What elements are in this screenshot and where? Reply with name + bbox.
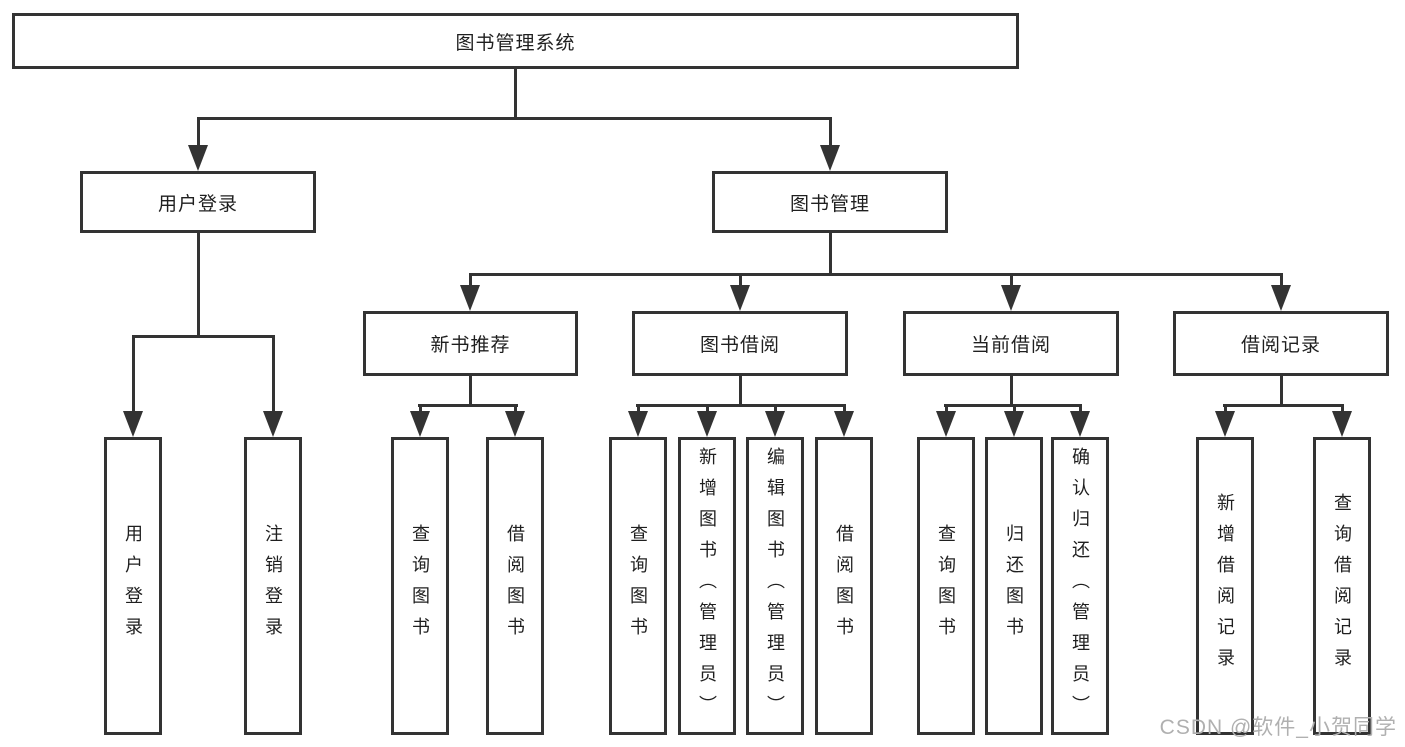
connector-to-new-book [469,273,472,290]
leaf-borrow-book-label: 借阅图书 [834,524,854,648]
arrowhead-current-borrow [1001,285,1021,311]
node-library-management-system: 图书管理系统 [12,13,1019,69]
connector-to-leaf-borrow-book-1 [514,404,517,415]
leaf-confirm-return-admin-label: 确认归还（管理员） [1070,446,1090,726]
connector-to-book-management [829,117,832,150]
arrowhead-leaf-query-book-3 [936,411,956,437]
arrowhead-book-management [820,145,840,171]
arrowhead-leaf-query-book-1 [410,411,430,437]
connector-to-leaf-add-record [1224,404,1227,415]
arrowhead-leaf-user-login [123,411,143,437]
leaf-query-borrow-record: 查询借阅记录 [1313,437,1371,735]
connector-user-login-stem [197,233,200,338]
arrowhead-book-borrow [730,285,750,311]
connector-to-leaf-confirm-return [1079,404,1082,415]
connector-to-leaf-query-book-3 [945,404,948,415]
node-current-borrowing: 当前借阅 [903,311,1119,376]
connector-to-leaf-query-record [1341,404,1344,415]
leaf-borrow-book-recommend-label: 借阅图书 [505,524,525,648]
connector-level2-hline [469,273,1283,276]
leaf-edit-book-admin-label: 编辑图书（管理员） [765,446,785,726]
leaf-return-book-label: 归还图书 [1004,524,1024,648]
leaf-add-borrow-record: 新增借阅记录 [1196,437,1254,735]
connector-to-borrow-record [1280,273,1283,290]
leaf-add-book-admin-label: 新增图书（管理员） [697,446,717,726]
leaf-confirm-return-admin: 确认归还（管理员） [1051,437,1109,735]
node-borrowing-records: 借阅记录 [1173,311,1389,376]
leaf-query-book-recommend: 查询图书 [391,437,449,735]
node-user-login: 用户登录 [80,171,316,233]
connector-borrow-record-stem [1280,376,1283,407]
connector-to-book-borrow [739,273,742,290]
arrowhead-leaf-borrow-book-2 [834,411,854,437]
connector-to-leaf-edit-book [774,404,777,415]
connector-current-borrow-stem [1010,376,1013,407]
leaf-logout: 注销登录 [244,437,302,735]
arrowhead-leaf-add-record [1215,411,1235,437]
arrowhead-leaf-add-book [697,411,717,437]
leaf-logout-label: 注销登录 [263,524,283,648]
arrowhead-leaf-borrow-book-1 [505,411,525,437]
leaf-query-book-borrowing: 查询图书 [609,437,667,735]
connector-level1-hline [197,117,832,120]
arrowhead-leaf-query-record [1332,411,1352,437]
leaf-user-login: 用户登录 [104,437,162,735]
arrowhead-user-login [188,145,208,171]
connector-to-leaf-query-book-2 [637,404,640,415]
leaf-return-book: 归还图书 [985,437,1043,735]
leaf-borrow-book-recommend: 借阅图书 [486,437,544,735]
connector-user-login-hline [132,335,275,338]
leaf-edit-book-admin: 编辑图书（管理员） [746,437,804,735]
leaf-query-book-recommend-label: 查询图书 [410,524,430,648]
arrowhead-new-book [460,285,480,311]
leaf-borrow-book: 借阅图书 [815,437,873,735]
arrowhead-leaf-logout [263,411,283,437]
node-book-borrowing: 图书借阅 [632,311,848,376]
connector-book-borrow-stem [739,376,742,407]
connector-to-leaf-query-book-1 [419,404,422,415]
connector-root-stem [514,68,517,118]
connector-to-leaf-return-book [1013,404,1016,415]
arrowhead-borrow-record [1271,285,1291,311]
leaf-add-borrow-record-label: 新增借阅记录 [1215,493,1235,679]
node-book-management: 图书管理 [712,171,948,233]
node-new-book-recommendation: 新书推荐 [363,311,578,376]
connector-to-leaf-logout [272,335,275,415]
leaf-query-borrow-record-label: 查询借阅记录 [1332,493,1352,679]
leaf-query-book-current: 查询图书 [917,437,975,735]
connector-to-user-login [197,117,200,150]
connector-new-book-stem [469,376,472,407]
connector-to-leaf-borrow-book-2 [843,404,846,415]
connector-book-management-stem [829,233,832,276]
arrowhead-leaf-edit-book [765,411,785,437]
leaf-query-book-current-label: 查询图书 [936,524,956,648]
leaf-query-book-borrowing-label: 查询图书 [628,524,648,648]
connector-book-borrow-hline [636,404,846,407]
connector-to-leaf-user-login [132,335,135,415]
connector-to-leaf-add-book [706,404,709,415]
connector-new-book-hline [418,404,518,407]
csdn-watermark: CSDN @软件_小贺同学 [1159,716,1397,739]
arrowhead-leaf-confirm-return [1070,411,1090,437]
arrowhead-leaf-query-book-2 [628,411,648,437]
arrowhead-leaf-return-book [1004,411,1024,437]
connector-borrow-record-hline [1223,404,1344,407]
leaf-add-book-admin: 新增图书（管理员） [678,437,736,735]
connector-to-current-borrow [1010,273,1013,290]
leaf-user-login-label: 用户登录 [123,524,143,648]
